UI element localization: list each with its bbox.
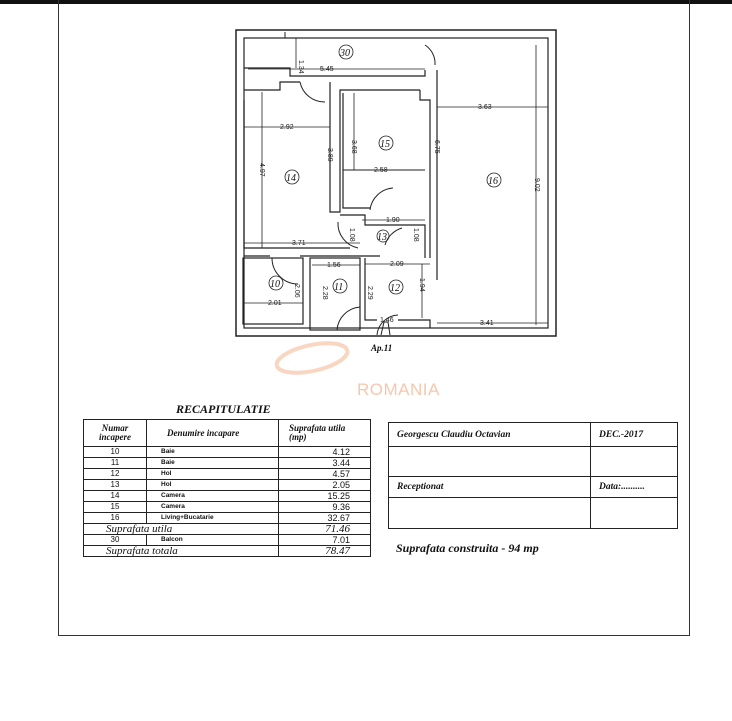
subtotal-value: 71.46 xyxy=(278,523,371,535)
watermark-logo-icon xyxy=(274,341,350,375)
room-name: Hol xyxy=(146,468,279,480)
received-label: Receptionat xyxy=(388,476,591,498)
dim-label: 1.90 xyxy=(386,217,400,224)
watermark-text: ROMANIA xyxy=(357,380,440,399)
dim-label: 3.41 xyxy=(480,320,494,327)
room-area: 7.01 xyxy=(278,534,371,546)
room-nr: 11 xyxy=(83,457,147,469)
room-number: 11 xyxy=(334,282,343,293)
room-nr: 10 xyxy=(83,446,147,458)
room-area: 3.44 xyxy=(278,457,371,469)
room-name: Baie xyxy=(146,457,279,469)
dim-label: 2.01 xyxy=(268,300,282,307)
room-name: Camera xyxy=(146,490,279,502)
dim-label: 2.28 xyxy=(321,286,328,300)
recap-table: Numar incapere Denumire incapare Suprafa… xyxy=(83,419,371,557)
room-number: 12 xyxy=(390,283,400,294)
recap-title: RECAPITULATIE xyxy=(176,402,271,416)
blank-cell xyxy=(590,446,678,477)
room-name: Living+Bucatarie xyxy=(146,512,279,524)
room-area: 9.36 xyxy=(278,501,371,513)
room-name: Balcon xyxy=(146,534,279,546)
dim-label: 1.56 xyxy=(327,262,341,269)
room-labels: 30 15 14 16 13 10 11 12 xyxy=(268,44,502,295)
built-area: Suprafata construita - 94 mp xyxy=(396,541,539,555)
room-nr: 14 xyxy=(83,490,147,502)
dim-label: 3.63 xyxy=(478,104,492,111)
dim-label: 1.34 xyxy=(297,60,304,74)
floor-plan: 1.34 5.45 3.63 2.92 3.89 3.68 6.75 4.97 … xyxy=(235,29,557,375)
author-name: Georgescu Claudiu Octavian xyxy=(388,422,591,447)
total-value: 78.47 xyxy=(278,545,371,557)
dim-label: 1.08 xyxy=(348,228,355,242)
header-cell: Suprafata utila (mp) xyxy=(278,419,371,447)
room-number: 16 xyxy=(488,176,498,187)
room-area: 4.12 xyxy=(278,446,371,458)
date-label: Data:.......... xyxy=(590,476,678,498)
room-number: 30 xyxy=(339,48,350,59)
header-cell: Denumire incapare xyxy=(146,419,279,447)
dim-label: 2.09 xyxy=(390,261,404,268)
dim-label: 9.02 xyxy=(533,178,540,192)
dim-label: 4.97 xyxy=(258,163,265,177)
top-border xyxy=(0,0,732,4)
blank-cell xyxy=(388,497,591,529)
room-nr: 16 xyxy=(83,512,147,524)
dim-label: 3.89 xyxy=(326,148,333,162)
dim-label: 3.71 xyxy=(292,240,306,247)
page-frame xyxy=(58,0,690,636)
blank-cell xyxy=(388,446,591,477)
apartment-label: Ap.11 xyxy=(370,343,392,353)
dim-label: 6.75 xyxy=(433,140,440,154)
room-nr: 12 xyxy=(83,468,147,480)
room-number: 10 xyxy=(270,279,280,290)
blank-cell xyxy=(590,497,678,529)
dim-label: 5.45 xyxy=(320,66,334,73)
room-area: 15.25 xyxy=(278,490,371,502)
room-nr: 30 xyxy=(83,534,147,546)
room-area: 32.67 xyxy=(278,512,371,524)
room-nr: 13 xyxy=(83,479,147,491)
dim-label: 1.94 xyxy=(418,278,425,292)
dim-label: 1.08 xyxy=(412,228,419,242)
room-area: 2.05 xyxy=(278,479,371,491)
subtotal-label: Suprafata utila xyxy=(83,523,279,535)
room-name: Hol xyxy=(146,479,279,491)
room-name: Camera xyxy=(146,501,279,513)
drawing-date: DEC.-2017 xyxy=(590,422,678,447)
room-number: 14 xyxy=(286,173,296,184)
dim-label: 1.46 xyxy=(380,317,394,324)
room-area: 4.57 xyxy=(278,468,371,480)
room-number: 13 xyxy=(377,232,387,243)
room-name: Baie xyxy=(146,446,279,458)
dim-label: 3.68 xyxy=(350,140,357,154)
dim-label: 2.58 xyxy=(374,167,388,174)
room-nr: 15 xyxy=(83,501,147,513)
table-header: Numar incapere Denumire incapare Suprafa… xyxy=(83,419,371,447)
dim-label: 2.06 xyxy=(293,284,300,298)
header-cell: Numar incapere xyxy=(83,419,147,447)
total-label: Suprafata totala xyxy=(83,545,279,557)
dim-label: 2.29 xyxy=(366,286,373,300)
room-number: 15 xyxy=(380,139,390,150)
dim-label: 2.92 xyxy=(280,124,294,131)
